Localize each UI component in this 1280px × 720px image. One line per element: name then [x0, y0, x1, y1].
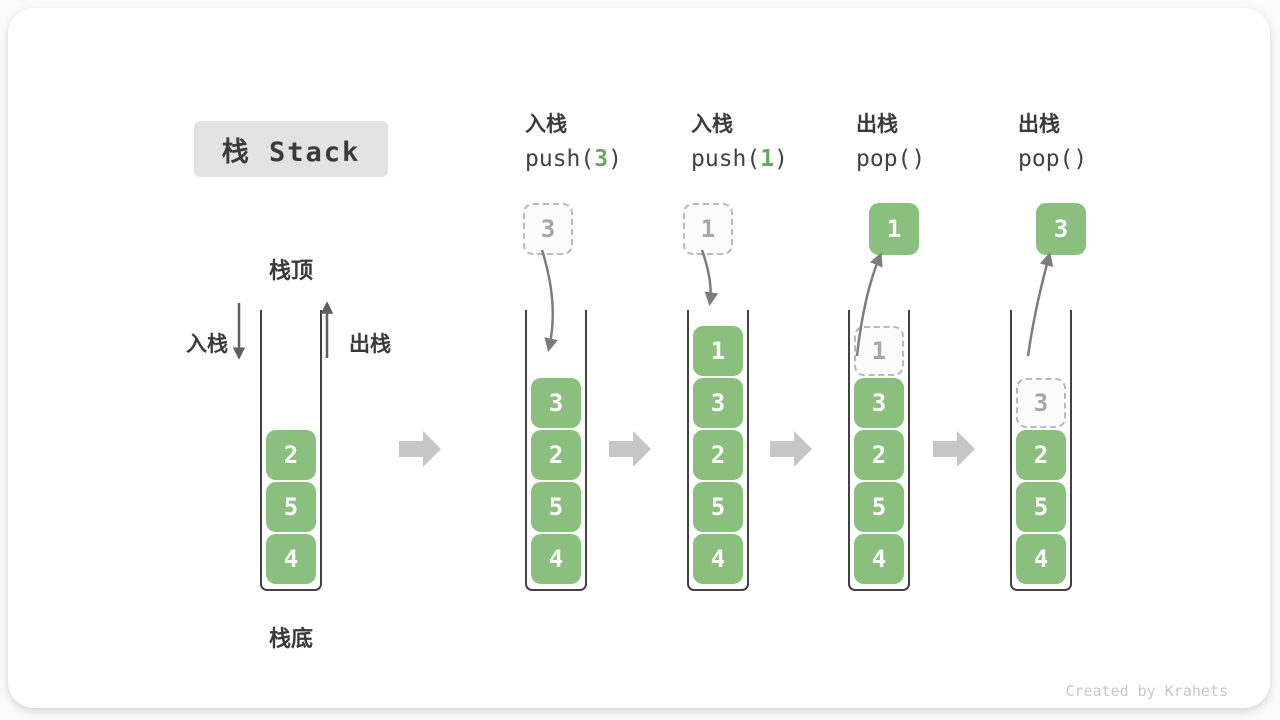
stack-container-push-1: 1 3 2 5 4	[687, 310, 749, 591]
stack-cell: 5	[266, 482, 316, 532]
stack-container-pop-1: 1 3 2 5 4	[848, 310, 910, 591]
floating-element-pop-1: 1	[869, 203, 919, 255]
header-pop-3: 出栈 pop()	[1018, 114, 1087, 171]
header-pop-1: 出栈 pop()	[856, 114, 925, 171]
stack-cell: 2	[266, 430, 316, 480]
operation-code: push(1)	[691, 148, 788, 171]
stack-cell: 3	[854, 378, 904, 428]
code-post: )	[1073, 146, 1088, 172]
stack-cell: 5	[854, 482, 904, 532]
code-post: )	[774, 146, 788, 172]
operation-code: pop()	[856, 148, 925, 171]
diagram-card: 栈 Stack 入栈 push(3) 入栈 push(1) 出栈 pop() 出…	[8, 8, 1270, 708]
operation-code: push(3)	[525, 148, 622, 171]
header-push-3: 入栈 push(3)	[525, 114, 622, 171]
title-box: 栈 Stack	[194, 121, 388, 177]
pop-side-label: 出栈	[349, 332, 391, 356]
push-side-label: 入栈	[186, 332, 228, 356]
stack-cell: 5	[531, 482, 581, 532]
stack-cell: 4	[693, 534, 743, 584]
operation-label: 出栈	[856, 112, 898, 136]
stack-bottom-label: 栈底	[268, 627, 313, 652]
stack-cell: 3	[531, 378, 581, 428]
stack-cell: 4	[266, 534, 316, 584]
operation-code: pop()	[1018, 148, 1087, 171]
stack-cell: 4	[531, 534, 581, 584]
operation-label: 入栈	[691, 112, 733, 136]
stack-top-label: 栈顶	[268, 259, 313, 284]
stack-container-pop-3: 3 2 5 4	[1010, 310, 1072, 591]
code-post: )	[911, 146, 926, 172]
operation-label: 入栈	[525, 112, 567, 136]
floating-element-push-3: 3	[523, 203, 573, 255]
stack-cell: 4	[854, 534, 904, 584]
operation-label: 出栈	[1018, 112, 1060, 136]
stack-cell: 1	[693, 326, 743, 376]
stack-cell: 2	[693, 430, 743, 480]
stack-cell: 5	[1016, 482, 1066, 532]
stack-cell: 2	[854, 430, 904, 480]
stack-cell: 2	[1016, 430, 1066, 480]
code-arg: 3	[594, 146, 609, 172]
stack-cell: 4	[1016, 534, 1066, 584]
code-post: )	[608, 146, 622, 172]
code-pre: push(	[525, 146, 595, 172]
title-text: 栈 Stack	[221, 136, 361, 168]
floating-element-pop-3: 3	[1036, 203, 1086, 255]
stack-cell-removed: 1	[854, 326, 904, 376]
stack-container-initial: 2 5 4	[260, 310, 322, 591]
header-push-1: 入栈 push(1)	[691, 114, 788, 171]
stack-cell: 5	[693, 482, 743, 532]
code-pre: push(	[691, 146, 761, 172]
floating-element-push-1: 1	[683, 203, 733, 255]
stack-cell: 2	[531, 430, 581, 480]
code-arg: 1	[760, 146, 775, 172]
stack-container-push-3: 3 2 5 4	[525, 310, 587, 591]
stack-cell-removed: 3	[1016, 378, 1066, 428]
code-pre: pop(	[856, 146, 912, 172]
stack-cell: 3	[693, 378, 743, 428]
code-pre: pop(	[1018, 146, 1074, 172]
watermark: Created by Krahets	[1065, 682, 1228, 700]
